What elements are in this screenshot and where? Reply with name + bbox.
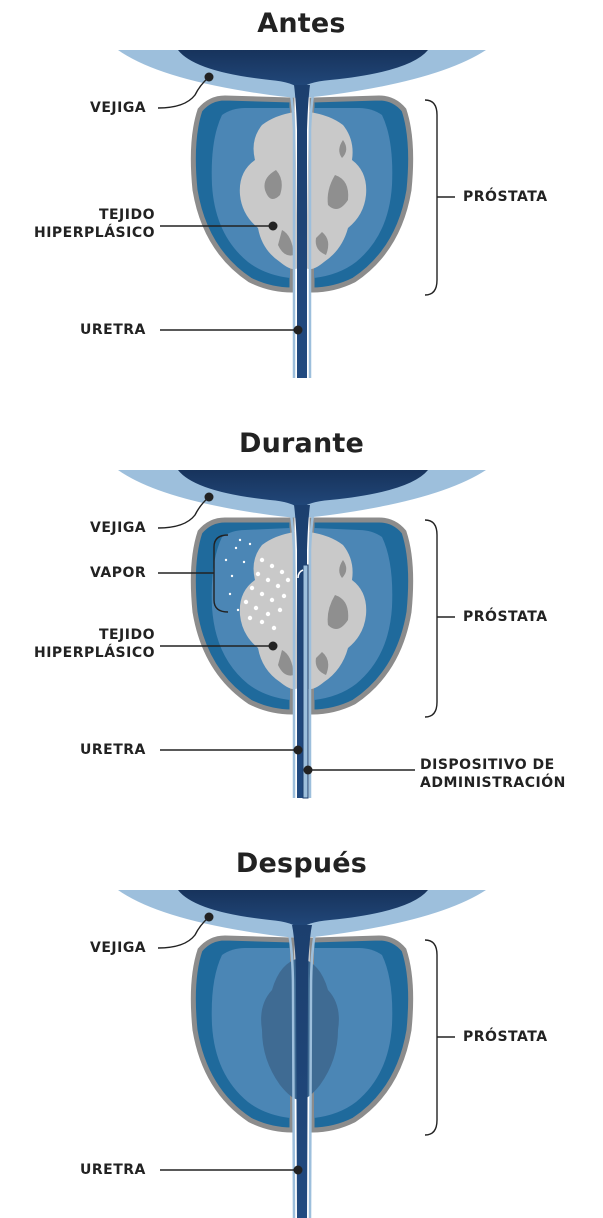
label-tissue-line2-antes: HIPERPLÁSICO	[33, 225, 155, 241]
leader-lines-antes	[157, 77, 455, 331]
leader-lines-durante	[157, 497, 455, 771]
label-tissue-line1-antes: TEJIDO	[98, 207, 155, 223]
vapor-dots	[224, 538, 291, 631]
tissue-shade-left	[264, 170, 294, 256]
leader-dots-durante	[204, 492, 313, 775]
tissue-shade-right	[315, 140, 349, 255]
panel-title-despues: Después	[235, 848, 368, 879]
delivery-device	[302, 564, 309, 799]
bladder-lumen	[178, 890, 428, 930]
label-bladder-durante: VEJIGA	[90, 520, 147, 536]
label-urethra-durante: URETRA	[80, 742, 146, 758]
urethra-wall	[288, 507, 316, 798]
label-prostate-antes: PRÓSTATA	[463, 189, 548, 205]
label-bladder-despues: VEJIGA	[90, 940, 147, 956]
urethra-wall	[286, 927, 318, 1218]
bladder-lumen	[178, 470, 428, 510]
panel-title-durante: Durante	[238, 428, 364, 459]
label-vapor-durante: VAPOR	[90, 565, 147, 581]
panel-antes	[118, 50, 486, 378]
prostate-right-inner	[314, 948, 393, 1118]
panel-title-antes: Antes	[257, 8, 346, 39]
prostate-left-inner	[211, 948, 290, 1118]
urethra	[292, 925, 312, 1218]
urethra	[294, 85, 310, 378]
label-tissue-line2-durante: HIPERPLÁSICO	[33, 645, 155, 661]
label-urethra-despues: URETRA	[80, 1162, 146, 1178]
leader-lines-despues	[157, 917, 455, 1171]
label-urethra-antes: URETRA	[80, 322, 146, 338]
tissue-shade-right	[315, 560, 349, 675]
label-bladder-antes: VEJIGA	[90, 100, 147, 116]
label-device-line1-durante: DISPOSITIVO DE	[420, 757, 555, 773]
bladder-lumen	[178, 50, 428, 90]
urethra-wall	[288, 87, 316, 378]
tissue-shade-left	[278, 650, 294, 676]
delivery-needle	[297, 569, 304, 579]
panel-despues	[118, 890, 486, 1218]
leader-dots-despues	[204, 912, 303, 1175]
label-device-line2-durante: ADMINISTRACIÓN	[420, 775, 566, 791]
label-prostate-durante: PRÓSTATA	[463, 609, 548, 625]
panel-durante	[118, 470, 486, 799]
label-prostate-despues: PRÓSTATA	[463, 1029, 548, 1045]
leader-dots-antes	[204, 72, 303, 335]
label-tissue-line1-durante: TEJIDO	[98, 627, 155, 643]
